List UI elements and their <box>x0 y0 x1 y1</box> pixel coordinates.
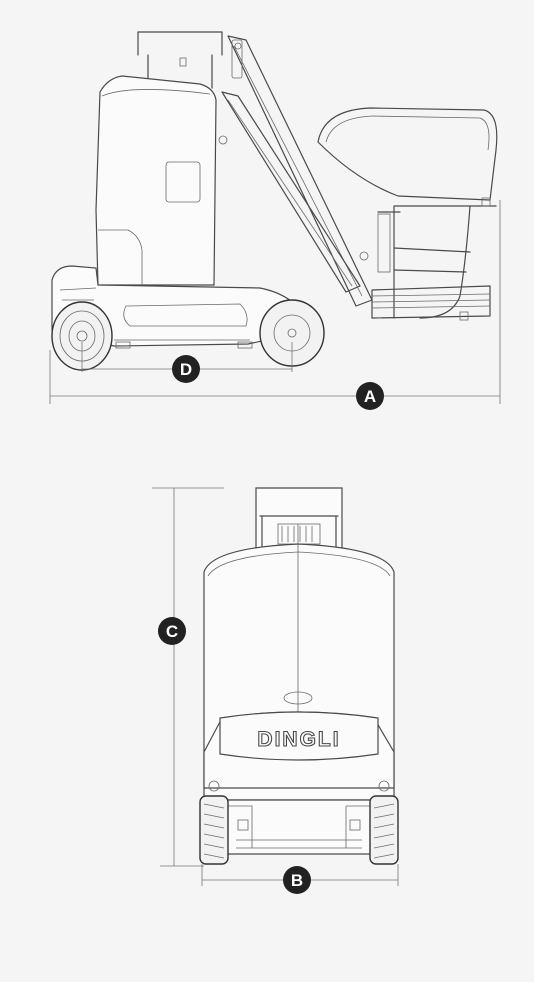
front-view: DINGLI C <box>152 487 399 894</box>
badge-c <box>158 617 186 645</box>
dimension-d: D <box>81 342 293 383</box>
front-fascia: DINGLI <box>203 711 395 792</box>
badge-a <box>356 382 384 410</box>
label-a: A <box>364 387 376 406</box>
label-d: D <box>180 360 192 379</box>
dimension-c: C <box>152 487 224 867</box>
front-tyre-right <box>369 795 399 865</box>
chassis <box>51 265 313 349</box>
tower-body <box>95 75 228 286</box>
dimension-a: A <box>49 200 501 410</box>
jib-arm <box>221 35 373 307</box>
brand-logo: DINGLI <box>257 728 340 751</box>
side-view: A D <box>49 31 501 410</box>
front-tyre-left <box>199 795 229 865</box>
dimension-b: B <box>201 864 399 894</box>
mast-top <box>137 31 223 89</box>
front-chassis <box>213 799 385 855</box>
platform-basket <box>317 107 498 321</box>
badge-b <box>283 866 311 894</box>
label-b: B <box>291 871 303 890</box>
label-c: C <box>166 622 178 641</box>
front-mast <box>255 487 343 553</box>
badge-d <box>172 355 200 383</box>
